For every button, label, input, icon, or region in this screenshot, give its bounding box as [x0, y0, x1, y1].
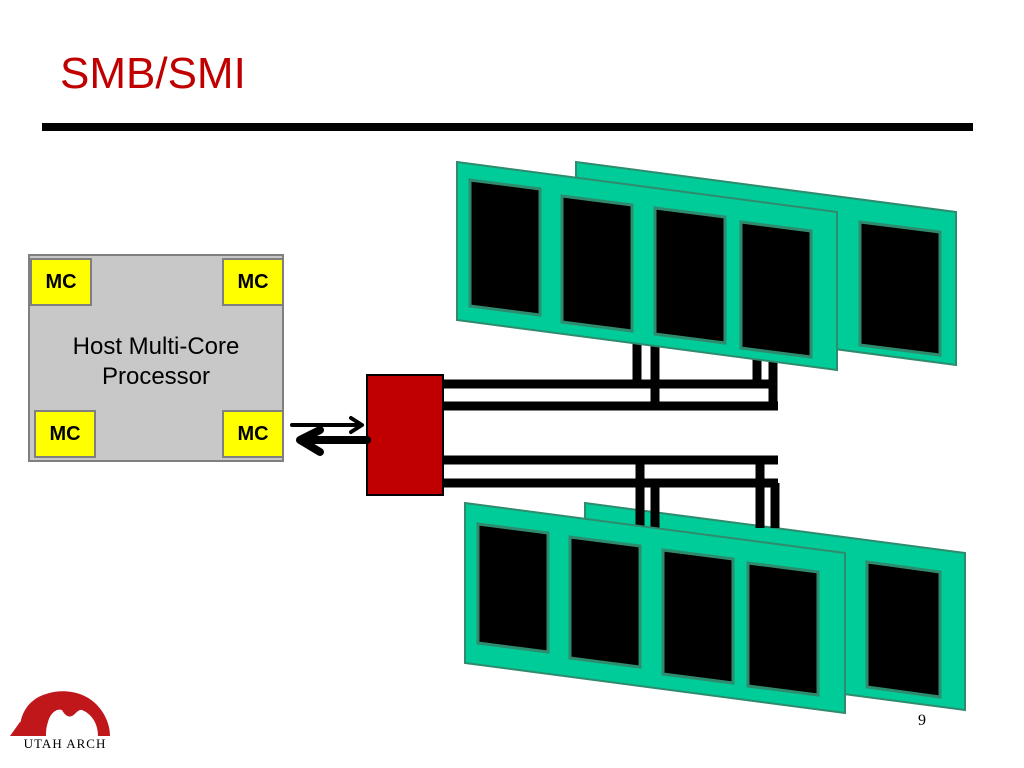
- processor-label: Host Multi-Core Processor: [72, 333, 240, 390]
- smi-link-arrows: [290, 416, 371, 456]
- lower-bus-lines: [440, 455, 780, 528]
- page-number: 9: [918, 712, 926, 729]
- upper-dimm-front: [456, 160, 838, 372]
- memory-controller-bottom-left: MC: [34, 410, 96, 458]
- memory-controller-top-left: MC: [30, 258, 92, 306]
- title-divider: [42, 123, 973, 131]
- memory-controller-bottom-right: MC: [222, 410, 284, 458]
- logo-text: UTAH ARCH: [23, 736, 107, 751]
- lower-dimm-front: [464, 501, 846, 715]
- smb-buffer-chip: [366, 374, 444, 496]
- utah-arch-logo-icon: [10, 691, 110, 736]
- memory-controller-top-right: MC: [222, 258, 284, 306]
- slide-title: SMB/SMI: [60, 49, 246, 98]
